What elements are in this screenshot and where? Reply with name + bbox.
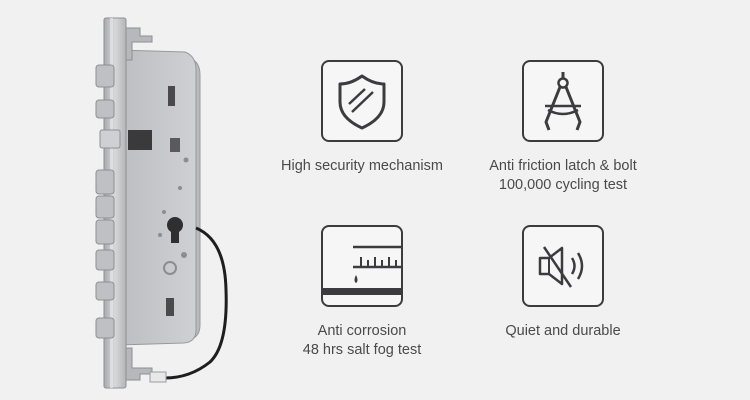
feature-corrosion: Anti corrosion 48 hrs salt fog test bbox=[252, 225, 472, 360]
feature-caption: High security mechanism bbox=[252, 157, 472, 176]
feature-friction: Anti friction latch & bolt 100,000 cycli… bbox=[453, 60, 673, 195]
feature-quiet: Quiet and durable bbox=[453, 225, 673, 341]
caption-line: High security mechanism bbox=[281, 158, 443, 174]
mortise-lock-image bbox=[95, 17, 228, 389]
feature-caption: Anti friction latch & bolt 100,000 cycli… bbox=[453, 157, 673, 195]
caption-line: Anti friction latch & bolt bbox=[489, 158, 637, 174]
caption-line: Anti corrosion bbox=[317, 323, 407, 339]
caption-line: 100,000 cycling test bbox=[498, 177, 628, 193]
feature-caption: Anti corrosion 48 hrs salt fog test bbox=[252, 322, 472, 360]
shield-icon bbox=[321, 60, 403, 142]
feature-caption: Quiet and durable bbox=[453, 322, 673, 341]
compass-icon bbox=[522, 60, 604, 142]
salt-fog-gauge-icon bbox=[321, 225, 403, 307]
caption-line: 48 hrs salt fog test bbox=[302, 342, 422, 358]
feature-security: High security mechanism bbox=[252, 60, 472, 176]
mute-speaker-icon bbox=[522, 225, 604, 307]
caption-line: Quiet and durable bbox=[505, 323, 621, 339]
